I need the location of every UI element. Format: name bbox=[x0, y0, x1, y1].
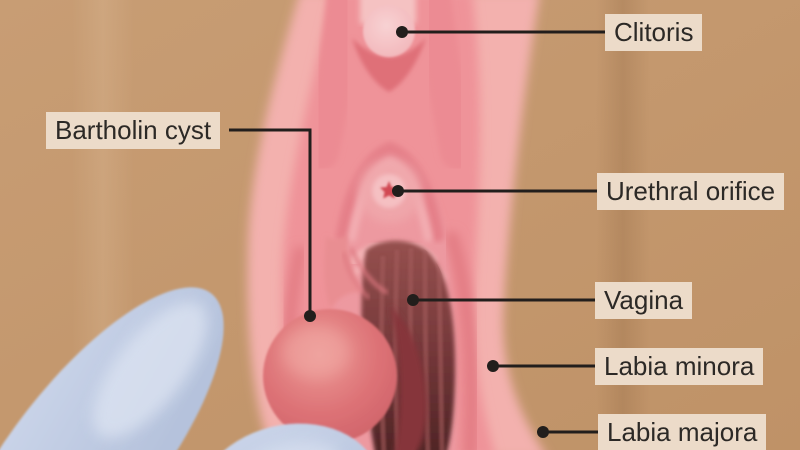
opening-shadow-crescent bbox=[390, 306, 427, 450]
leader-urethral-orifice bbox=[392, 185, 598, 197]
label-labia-majora: Labia majora bbox=[598, 414, 767, 450]
clitoral-hood-left bbox=[303, 0, 363, 170]
gloved-fingers bbox=[0, 287, 381, 450]
cyst-highlight bbox=[282, 326, 350, 378]
leader-vagina bbox=[407, 294, 596, 306]
clitoris-shape bbox=[363, 5, 415, 57]
leader-clitoris bbox=[396, 26, 606, 38]
clitoral-hood-right bbox=[415, 0, 476, 170]
label-clitoris: Clitoris bbox=[605, 14, 703, 51]
label-urethral-orifice: Urethral orifice bbox=[597, 173, 785, 210]
interlabial-groove-right bbox=[445, 231, 479, 450]
hood-shadow-triangle bbox=[352, 38, 426, 92]
label-labia-minora: Labia minora bbox=[595, 348, 764, 385]
leader-lines bbox=[229, 26, 606, 438]
inner-fold-dark-arc bbox=[336, 141, 444, 242]
cyst-stalk-fold-1 bbox=[350, 248, 388, 294]
label-vagina: Vagina bbox=[595, 282, 693, 319]
label-bartholin-cyst: Bartholin cyst bbox=[46, 112, 221, 149]
leader-labia-majora bbox=[537, 426, 599, 438]
leader-bartholin-cyst bbox=[229, 128, 316, 322]
cyst-stalk-fold-2 bbox=[342, 252, 370, 299]
leader-labia-minora bbox=[487, 360, 596, 372]
glove-finger-upper-highlight bbox=[92, 302, 208, 438]
vulva-illustration bbox=[247, 0, 543, 450]
cyst-stalk bbox=[324, 234, 362, 308]
